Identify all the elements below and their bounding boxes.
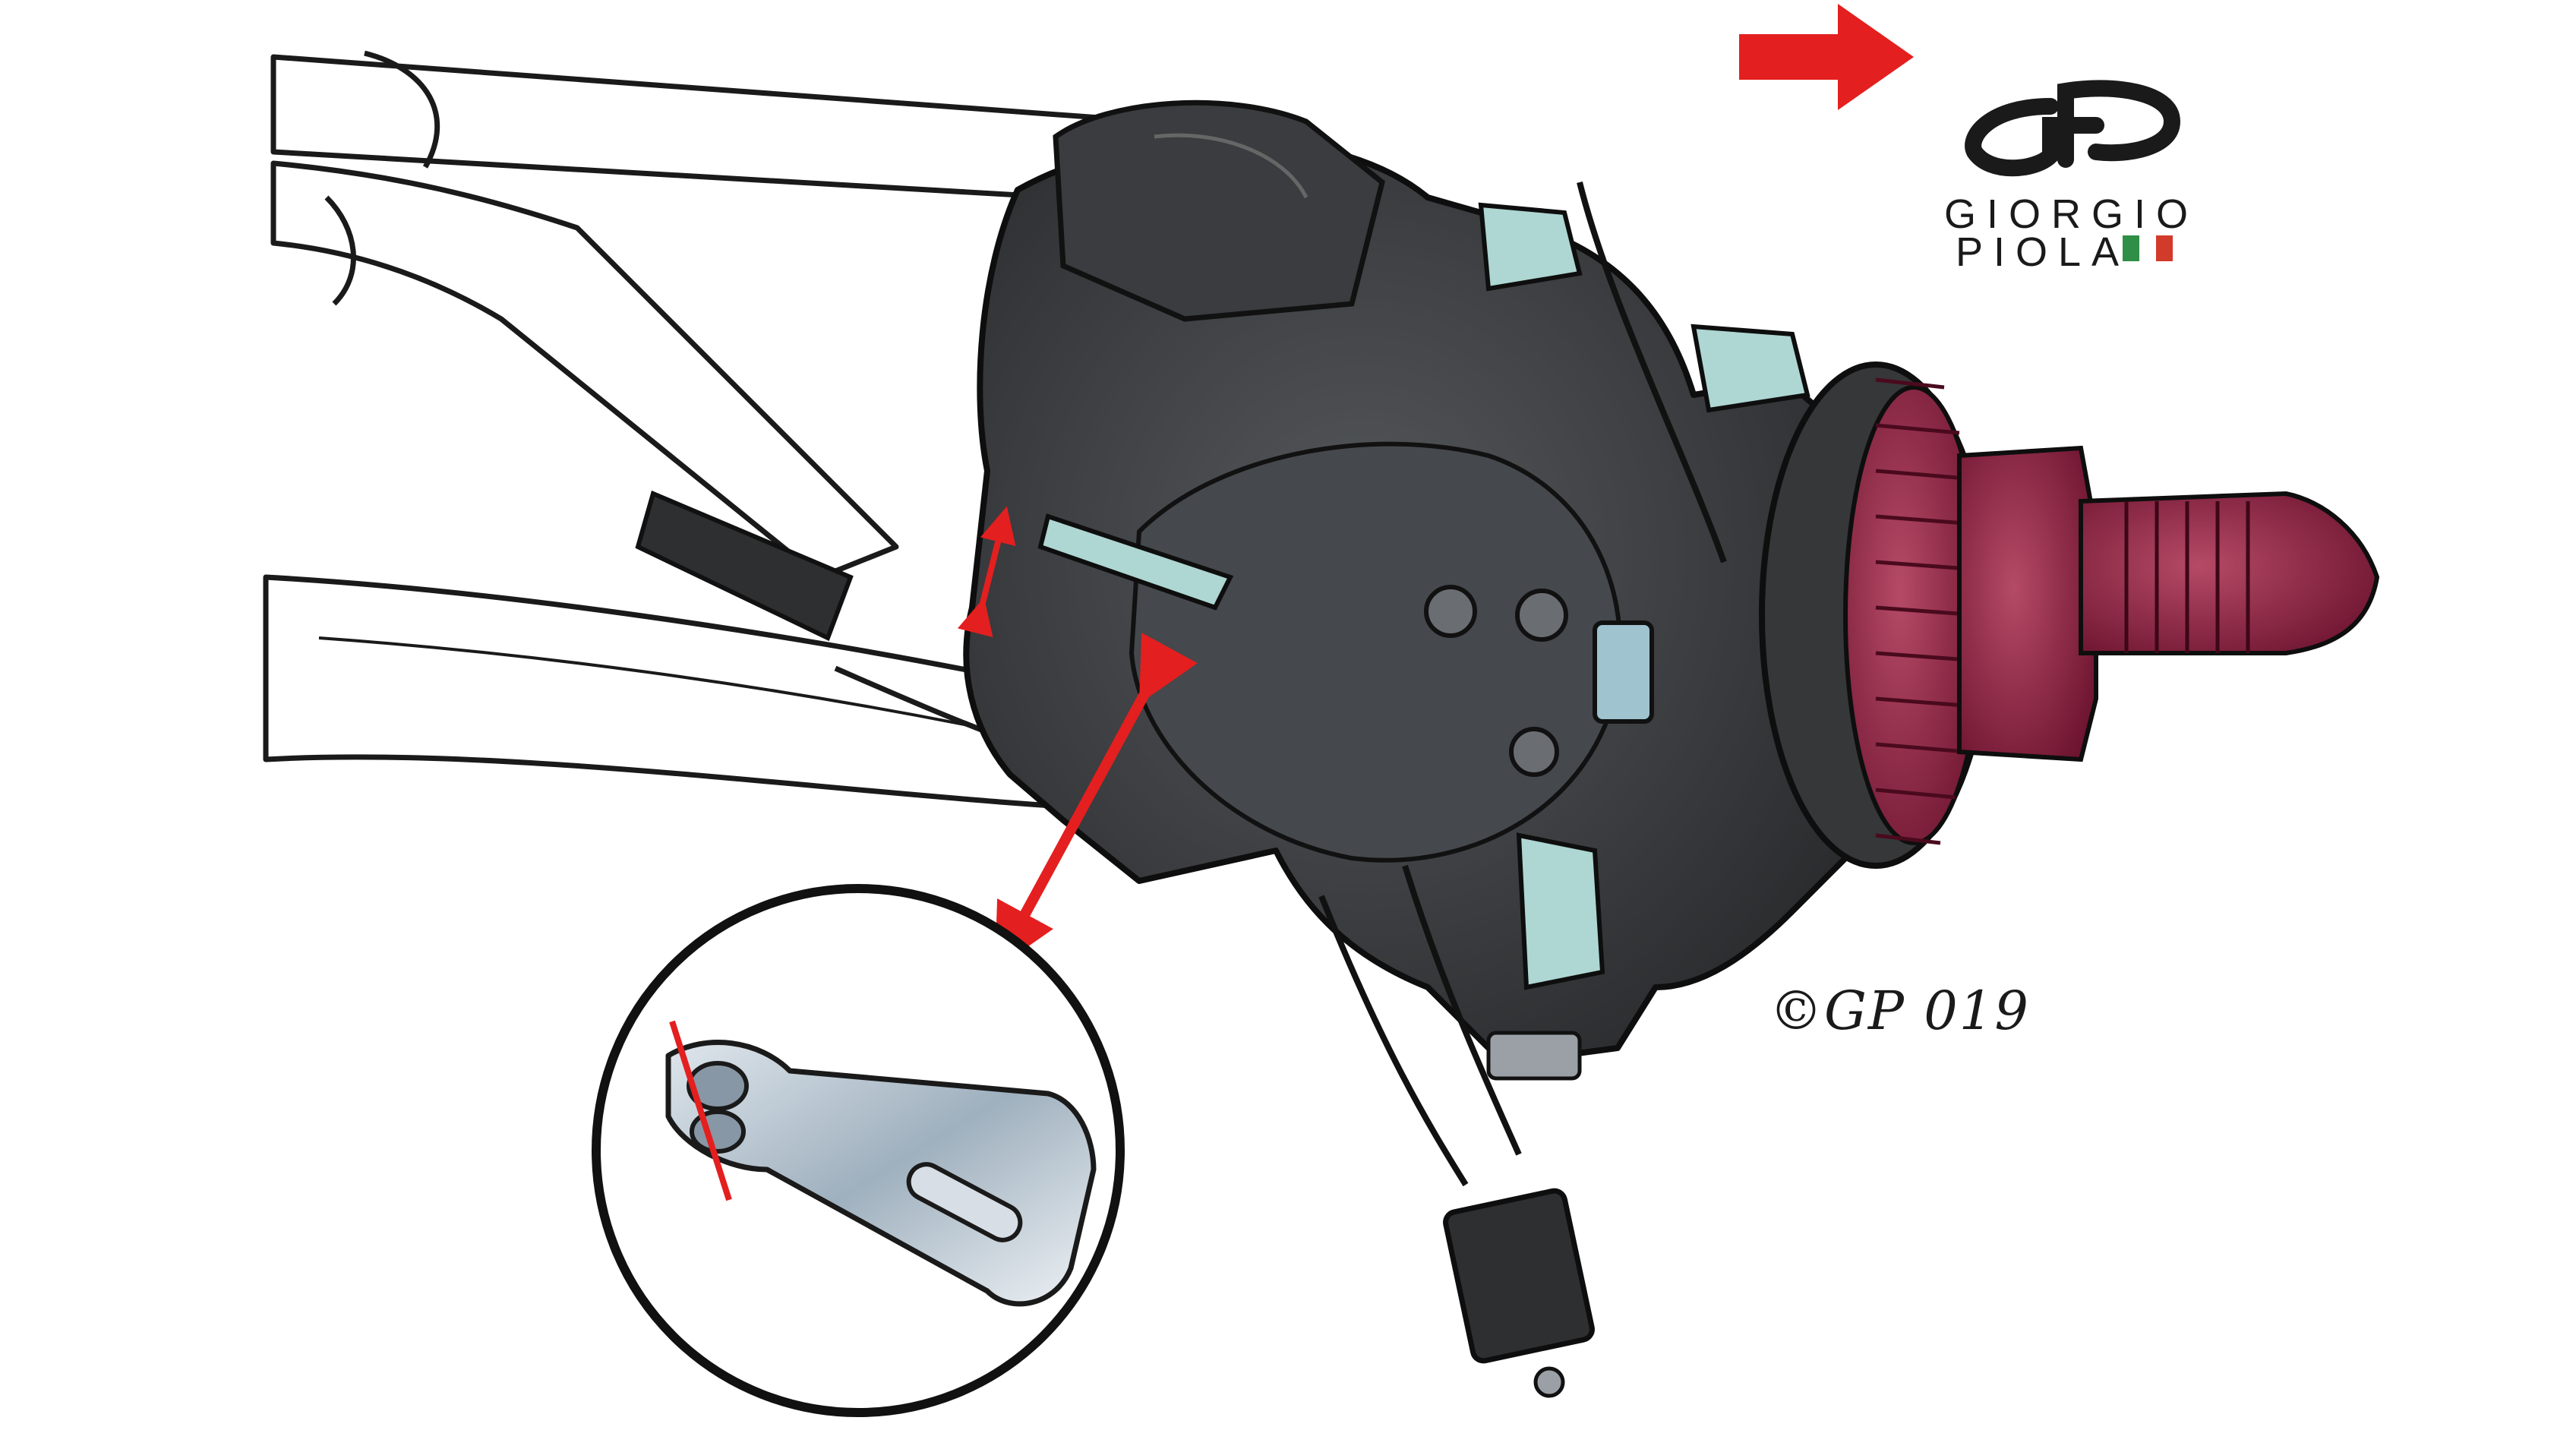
direction-arrow-icon xyxy=(1739,4,1914,110)
flag-stripe-white xyxy=(2139,235,2156,261)
flag-stripe-green xyxy=(2123,235,2139,261)
artist-signature: ©GP 019 xyxy=(1769,980,2030,1042)
pushrod-travel-arrow xyxy=(957,506,1016,638)
inset-reference-arrow xyxy=(994,633,1198,970)
flag-stripe-red xyxy=(2156,235,2173,261)
brake-ducts xyxy=(1037,202,1810,990)
brand-name-line2: PIOLA xyxy=(1956,229,2130,275)
pushrod-mount xyxy=(635,490,854,642)
sensor-block xyxy=(1443,1031,1595,1398)
wheel-hub xyxy=(1759,361,2380,869)
magnifier-inset xyxy=(592,884,1125,1417)
giorgio-piola-logo xyxy=(1965,80,2181,177)
upright xyxy=(963,99,1848,1066)
brand-name-line1: GIORGIO xyxy=(1944,191,2199,237)
italian-flag-icon xyxy=(2123,235,2173,261)
brake-lines xyxy=(1318,182,1727,1187)
movement-arrows xyxy=(957,506,1198,970)
pivot-axis-marker xyxy=(669,1020,732,1201)
